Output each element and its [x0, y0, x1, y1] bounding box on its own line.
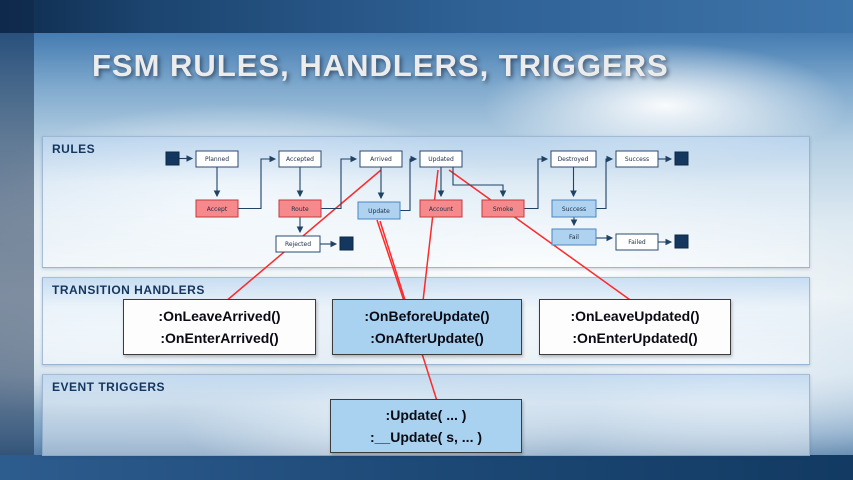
top-blue-band [0, 0, 853, 33]
bottom-blue-band [0, 455, 853, 480]
handler-line: :OnBeforeUpdate() [364, 308, 490, 324]
slide-title: FSM RULES, HANDLERS, TRIGGERS [92, 48, 669, 83]
handler-line: :OnLeaveUpdated() [570, 308, 700, 324]
trigger-line: :__Update( s, ... ) [369, 429, 483, 445]
handler-line: :OnEnterArrived() [160, 330, 279, 346]
left-blue-bar [0, 0, 34, 480]
handler-box-update: :OnBeforeUpdate() :OnAfterUpdate() [332, 299, 522, 355]
rules-panel: RULES [42, 136, 810, 268]
transition-handlers-heading: TRANSITION HANDLERS [52, 283, 205, 297]
trigger-line: :Update( ... ) [385, 407, 467, 423]
handler-box-updated: :OnLeaveUpdated() :OnEnterUpdated() [539, 299, 731, 355]
rules-panel-heading: RULES [52, 142, 96, 156]
event-triggers-heading: EVENT TRIGGERS [52, 380, 166, 394]
event-trigger-box: :Update( ... ) :__Update( s, ... ) [330, 399, 522, 453]
handler-line: :OnEnterUpdated() [572, 330, 698, 346]
handler-line: :OnLeaveArrived() [158, 308, 281, 324]
handler-box-arrived: :OnLeaveArrived() :OnEnterArrived() [123, 299, 316, 355]
handler-line: :OnAfterUpdate() [370, 330, 484, 346]
